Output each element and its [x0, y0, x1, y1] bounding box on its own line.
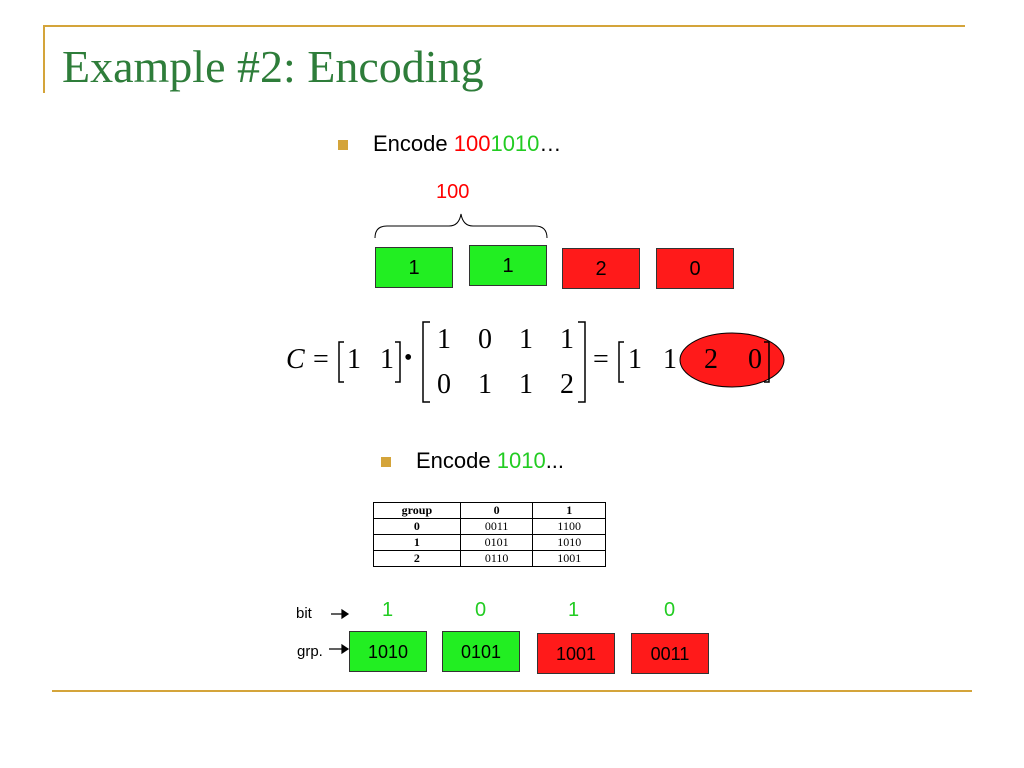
- rowvec-right-bracket: [395, 341, 401, 383]
- table-cell: 2: [373, 550, 461, 567]
- table-row: 0 0011 1100: [373, 518, 606, 535]
- bullet-marker-2: [381, 457, 391, 467]
- result-entry-2: 1: [663, 344, 677, 375]
- table-cell: 0011: [459, 518, 534, 535]
- table-header-cell: group: [373, 502, 461, 519]
- table-cell: 0110: [459, 550, 534, 567]
- eq-dot: •: [404, 345, 413, 371]
- table-cell: 1001: [532, 550, 606, 567]
- grouping-brace: [374, 213, 548, 239]
- highlight-ellipse: [679, 332, 785, 388]
- bullet-suffix: …: [539, 131, 562, 156]
- symbol-box-2: 1: [469, 245, 547, 286]
- table-cell: 0101: [459, 534, 534, 551]
- bullet2-suffix: ...: [545, 448, 565, 473]
- table-cell: 1100: [532, 518, 606, 535]
- result-left-bracket: [618, 341, 624, 383]
- codeword-box-2: 0101: [442, 631, 520, 672]
- rowvec-entry-1: 1: [347, 344, 361, 375]
- matrix-cell-1-2: 1: [519, 369, 533, 400]
- eq-lhs: C: [286, 344, 305, 375]
- rowvec-entry-2: 1: [380, 344, 394, 375]
- rowvec-left-bracket: [338, 341, 344, 383]
- matrix-cell-1-3: 2: [560, 369, 574, 400]
- matrix-right-bracket: [578, 321, 586, 403]
- bit-row-label: bit: [296, 605, 312, 622]
- matrix-cell-0-1: 0: [478, 324, 492, 355]
- result-entry-3: 2: [704, 344, 718, 375]
- bullet-encode-2: Encode 1010...: [416, 448, 564, 474]
- table-header-cell: 0: [459, 502, 534, 519]
- bit-value-1: 1: [382, 599, 394, 621]
- matrix-left-bracket: [422, 321, 430, 403]
- bits-red: 100: [453, 131, 491, 156]
- bit-value-2: 0: [475, 599, 487, 621]
- matrix-cell-0-0: 1: [437, 324, 451, 355]
- brace-label: 100: [436, 181, 470, 203]
- matrix-cell-1-1: 1: [478, 369, 492, 400]
- bits-green-2: 1010: [496, 448, 546, 473]
- bullet-marker: [338, 140, 348, 150]
- eq-equals-2: =: [593, 344, 609, 375]
- footer-rule: [52, 690, 972, 692]
- symbol-box-3: 2: [562, 248, 640, 289]
- result-entry-1: 1: [628, 344, 642, 375]
- bits-green: 1010: [490, 131, 540, 156]
- grp-arrow-icon: [329, 643, 350, 655]
- table-cell: 1010: [532, 534, 606, 551]
- bullet-encode-1: Encode 1001010…: [373, 131, 561, 157]
- symbol-box-4: 0: [656, 248, 734, 289]
- bullet2-prefix: Encode: [416, 448, 497, 473]
- table-row: 1 0101 1010: [373, 534, 606, 551]
- table-cell: 1: [373, 534, 461, 551]
- table-header-cell: 1: [532, 502, 606, 519]
- table-header-row: group 0 1: [373, 502, 606, 519]
- slide-title: Example #2: Encoding: [62, 41, 484, 92]
- bit-value-4: 0: [664, 599, 676, 621]
- matrix-cell-0-3: 1: [560, 324, 574, 355]
- codeword-box-4: 0011: [631, 633, 709, 674]
- bit-arrow-icon: [331, 608, 350, 620]
- codeword-box-3: 1001: [537, 633, 615, 674]
- title-frame-top-rule: [43, 25, 965, 27]
- title-frame-left-rule: [43, 25, 45, 93]
- bullet-prefix: Encode: [373, 131, 454, 156]
- matrix-cell-0-2: 1: [519, 324, 533, 355]
- codeword-box-1: 1010: [349, 631, 427, 672]
- table-cell: 0: [373, 518, 461, 535]
- result-right-bracket: [764, 341, 770, 383]
- eq-equals: =: [313, 344, 329, 375]
- grp-row-label: grp.: [297, 643, 323, 660]
- group-code-table: group 0 1 0 0011 1100 1 0101 1010 2 0110…: [373, 502, 606, 567]
- result-entry-4: 0: [748, 344, 762, 375]
- symbol-box-1: 1: [375, 247, 453, 288]
- table-row: 2 0110 1001: [373, 550, 606, 567]
- bit-value-3: 1: [568, 599, 580, 621]
- matrix-cell-1-0: 0: [437, 369, 451, 400]
